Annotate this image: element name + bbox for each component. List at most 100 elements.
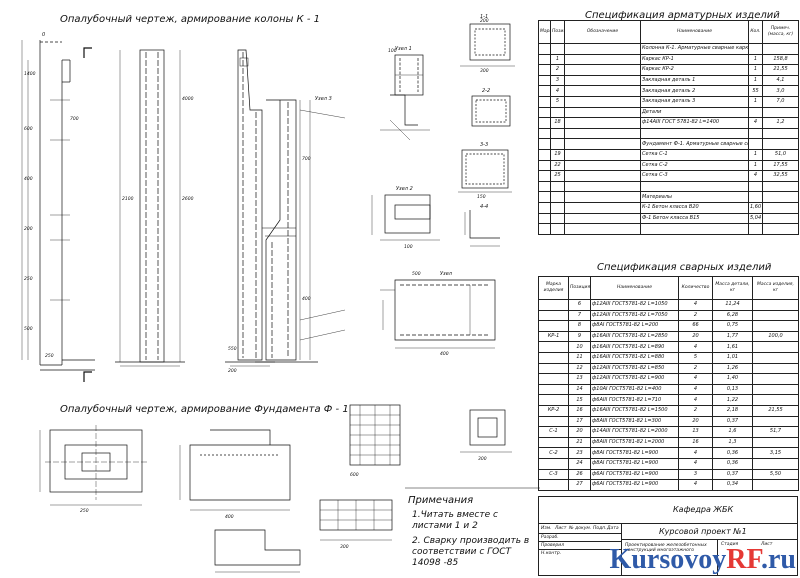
table-cell: 15 [568, 394, 591, 406]
table-cell: С-1 [538, 426, 569, 438]
table-cell [538, 170, 551, 182]
table-header-row: Марка изделия Позиция Наименование Колич… [538, 276, 799, 300]
table-cell: 1,2 [762, 117, 799, 129]
table-cell: 158,8 [762, 53, 799, 66]
table-cell: 2 [550, 64, 565, 76]
table-row [538, 180, 799, 193]
dim-label: 250 [24, 276, 33, 282]
note-1: 1.Читать вместе с листами 1 и 2 [412, 510, 498, 531]
section-label: 1-1 [480, 14, 488, 20]
mesh-c1 [349, 404, 401, 466]
dim-label: 550 [228, 346, 237, 352]
table-cell: 24 [568, 457, 591, 470]
table-cell: 1 [748, 64, 763, 76]
table-cell: 19 [550, 148, 565, 161]
table-cell [538, 436, 569, 449]
table-cell: Каркас КР-1 [640, 53, 749, 66]
table-cell [752, 309, 799, 322]
foundation-step-detail [214, 529, 301, 573]
node-label: Узел [440, 271, 453, 277]
table-cell [538, 43, 551, 55]
table-cell [538, 106, 551, 119]
table-cell [752, 362, 799, 375]
table-cell: ф8AIII ГОСТ5781-82 L=2000 [590, 436, 679, 449]
table-cell [538, 223, 551, 235]
table-row: Детали [538, 106, 799, 119]
table-cell: 100,0 [752, 330, 799, 343]
table-cell: 51,0 [762, 148, 799, 161]
table-cell: 4 [748, 170, 763, 182]
table-cell: Колонна К-1. Арматурные сварные каркасы.… [640, 43, 749, 55]
title-block: Кафедра ЖБК Изм. Лист № докум. Подп. Дат… [538, 496, 798, 576]
table-cell: 3 [678, 468, 713, 481]
table-cell: 55 [748, 85, 763, 97]
table-cell [538, 394, 569, 406]
table-cell: 4 [678, 373, 713, 385]
table-cell: 66 [678, 320, 713, 332]
table-cell [538, 138, 551, 150]
table-cell: 14 [568, 383, 591, 396]
notes-heading: Примечания [408, 495, 474, 506]
dim-label: 300 [480, 68, 489, 74]
table-cell: 4 [678, 394, 713, 406]
tb-role: Н.контр. [541, 551, 562, 556]
table-cell: 1,3 [712, 436, 753, 449]
header-cell: Позиция [568, 276, 591, 300]
table-cell [564, 85, 641, 97]
table-cell [564, 53, 641, 66]
rebar-spec-table: Марка Позиция Обозначение Наименование К… [538, 20, 799, 235]
dim-label: 200 [228, 368, 237, 374]
table-cell [538, 201, 551, 214]
table-cell [762, 212, 799, 225]
table-cell [538, 479, 569, 491]
dim-label: 100 [404, 244, 413, 250]
table-cell: 7 [568, 309, 591, 322]
node-label: Узел 3 [315, 96, 332, 102]
table-cell [538, 373, 569, 385]
dim-label: 600 [24, 126, 33, 132]
table-cell [550, 191, 565, 203]
tb-col: Подп. [593, 526, 607, 531]
dim-label: 400 [225, 514, 234, 520]
header-cell: Масса детали, кг [712, 276, 753, 300]
node-3 [380, 94, 430, 141]
table-cell: 4 [678, 479, 713, 491]
table-cell: 2 [678, 362, 713, 375]
table-cell [752, 351, 799, 364]
dim-label: 700 [302, 156, 311, 162]
table-cell [538, 127, 551, 140]
table-cell [564, 212, 641, 225]
table-cell: 11 [568, 351, 591, 364]
table-cell: ф14AIII ГОСТ 5781-82 L=1400 [640, 117, 749, 129]
dim-label: 500 [412, 271, 421, 277]
corbel-detail [380, 279, 496, 349]
table-cell [752, 394, 799, 406]
table-cell [564, 95, 641, 108]
table-cell [762, 138, 799, 150]
dim-label: 300 [340, 544, 349, 550]
table-cell: С-3 [538, 468, 569, 481]
dim-label: 1400 [24, 71, 36, 77]
table-cell [752, 457, 799, 470]
table-cell: К-1 Бетон класса В20 [640, 201, 749, 214]
table-row [538, 127, 799, 140]
table-cell [564, 106, 641, 119]
table-cell: 1,60 м³ [748, 201, 763, 214]
tb-role: Проверил [541, 543, 565, 548]
weld-spec-title: Спецификация сварных изделий [597, 262, 772, 273]
table-cell: 16 [678, 436, 713, 449]
table-cell [564, 170, 641, 182]
table-cell: 11,24 [712, 299, 753, 311]
section-2-2 [471, 95, 511, 127]
dim-label: 600 [350, 472, 359, 478]
table-cell: 7,0 [762, 95, 799, 108]
table-cell [538, 117, 551, 129]
table-cell: ф14AIII ГОСТ5781-82 L=2000 [590, 426, 679, 438]
table-cell [752, 341, 799, 353]
table-cell [640, 223, 749, 235]
